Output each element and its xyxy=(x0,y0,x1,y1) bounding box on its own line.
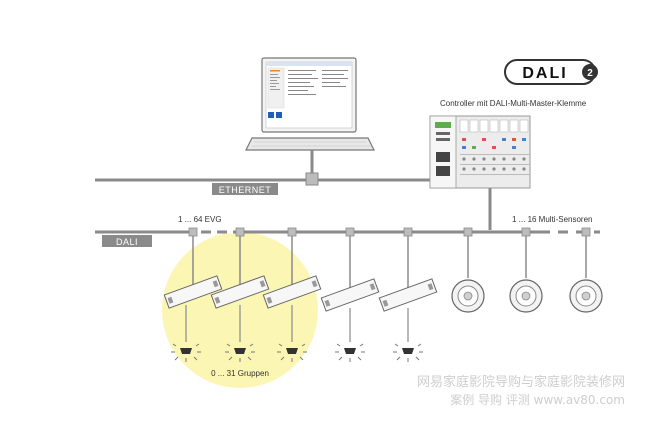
multi-sensor-1 xyxy=(451,227,485,313)
sensor-range-label: 1 ... 16 Multi-Sensoren xyxy=(512,215,592,224)
ballast-2 xyxy=(210,227,270,342)
ballast-3 xyxy=(262,227,322,342)
dali-label: DALI xyxy=(116,237,138,247)
multi-sensor-3 xyxy=(569,227,603,313)
watermark-line-2: 案例 导购 评测 www.av80.com xyxy=(450,392,625,407)
laptop-icon xyxy=(245,57,375,151)
multi-sensor-2 xyxy=(509,227,543,313)
groups-range-label: 0 ... 31 Gruppen xyxy=(211,369,269,378)
ballast-5 xyxy=(378,227,438,342)
ballast-4 xyxy=(320,227,380,342)
light-bulb-icon xyxy=(225,343,255,362)
light-bulb-icon xyxy=(393,343,423,362)
dali-logo-text: DALI xyxy=(522,65,567,82)
dali-logo: DALI 2 xyxy=(504,59,598,85)
light-bulb-icon xyxy=(335,343,365,362)
ethernet-label: ETHERNET xyxy=(219,185,272,195)
controller-caption: Controller mit DALI-Multi-Master-Klemme xyxy=(440,99,587,108)
ballast-1 xyxy=(163,227,223,342)
watermark-line-1: 网易家庭影院导购与家庭影院装修网 xyxy=(417,374,625,390)
plc-controller-icon xyxy=(429,115,531,189)
light-bulb-icon xyxy=(171,343,201,362)
multi-sensor-icon xyxy=(569,279,603,313)
evg-range-label: 1 ... 64 EVG xyxy=(178,215,222,224)
dali-logo-superscript: 2 xyxy=(587,68,593,79)
light-bulb-icon xyxy=(277,343,307,362)
multi-sensor-icon xyxy=(509,279,543,313)
multi-sensor-icon xyxy=(451,279,485,313)
